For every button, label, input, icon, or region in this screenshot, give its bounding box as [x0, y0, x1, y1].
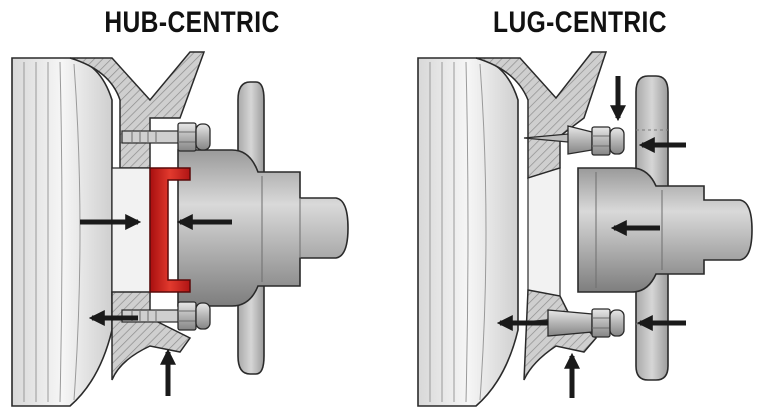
wheel-section-left: [69, 51, 206, 169]
hub-centric-ring: [149, 167, 191, 293]
wheel-section-right: [475, 51, 608, 180]
hub-centric-diagram: [11, 51, 349, 407]
hub-body-right: [577, 167, 753, 293]
lug-nut-icon: [591, 308, 625, 338]
hub-body-left: [177, 149, 349, 307]
lug-nut-icon: [177, 301, 211, 331]
hub-centric-title: HUB-CENTRIC: [104, 6, 280, 39]
lug-centric-diagram: [417, 51, 753, 407]
lug-nut-icon: [591, 126, 625, 156]
lug-nut-icon: [177, 122, 211, 152]
lug-centric-title: LUG-CENTRIC: [493, 6, 667, 39]
